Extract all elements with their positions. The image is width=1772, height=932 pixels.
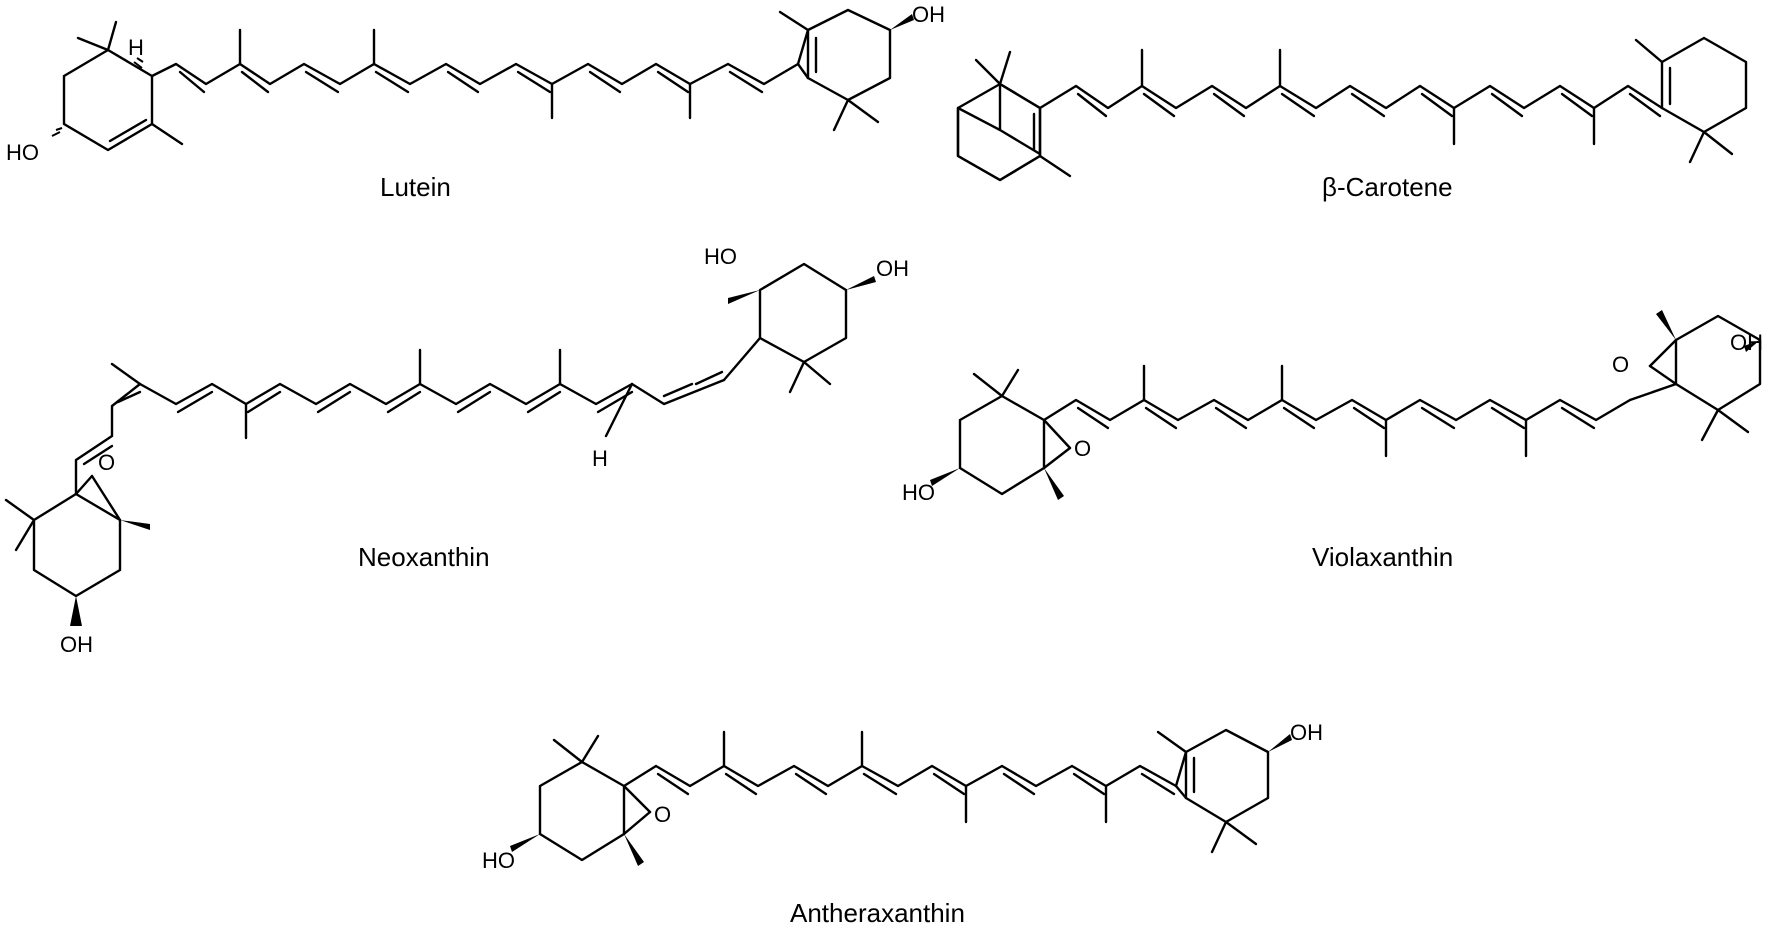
lutein-structure: H HO OH Lutein — [6, 2, 945, 202]
antheraxanthin-name: Antheraxanthin — [790, 898, 965, 928]
lutein-h-label: H — [128, 35, 144, 60]
violaxanthin-structure: O HO O OH Violaxanthin — [902, 310, 1763, 572]
violaxanthin-o-right-label: O — [1612, 352, 1629, 377]
neoxanthin-epoxide-o-label: O — [98, 450, 115, 475]
antheraxanthin-ho-label: HO — [482, 848, 515, 873]
neoxanthin-name: Neoxanthin — [358, 542, 490, 572]
beta-carotene-name: β-Carotene — [1322, 172, 1453, 202]
lutein-ho-label: HO — [6, 140, 39, 165]
neoxanthin-h-label: H — [592, 446, 608, 471]
violaxanthin-ho-label: HO — [902, 480, 935, 505]
lutein-oh-label: OH — [912, 2, 945, 27]
antheraxanthin-oh-label: OH — [1290, 720, 1323, 745]
neoxanthin-oh-bottom-label: OH — [60, 632, 93, 657]
lutein-name: Lutein — [380, 172, 451, 202]
neoxanthin-ho-label: HO — [704, 244, 737, 269]
violaxanthin-name: Violaxanthin — [1312, 542, 1453, 572]
violaxanthin-oh-label: OH — [1730, 330, 1763, 355]
violaxanthin-o-left-label: O — [1074, 436, 1091, 461]
beta-carotene-structure: β-Carotene — [956, 36, 1748, 202]
neoxanthin-structure: O OH H HO OH Neoxanthin — [4, 244, 909, 657]
antheraxanthin-o-label: O — [654, 802, 671, 827]
antheraxanthin-structure: O HO OH Antheraxanthin — [482, 720, 1323, 928]
neoxanthin-oh-label: OH — [876, 256, 909, 281]
